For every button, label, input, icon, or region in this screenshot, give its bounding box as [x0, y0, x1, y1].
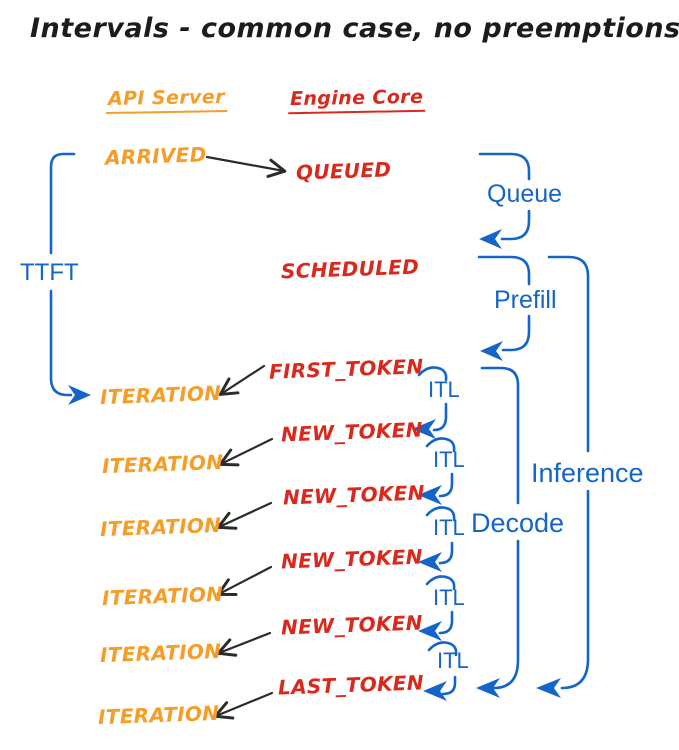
interval-itl-1: ITL: [428, 377, 460, 402]
ttft-bracket-top: [49, 152, 76, 255]
interval-inference: Inference: [531, 458, 644, 488]
arrow-new-token4-to-iteration: [216, 631, 272, 657]
itl2-arrowhead-icon: [418, 485, 442, 505]
event-new-token-4: NEW_TOKEN: [280, 610, 424, 640]
itl5-hook: [441, 675, 457, 696]
event-arrived: ARRIVED: [104, 142, 207, 170]
event-last-token: LAST_TOKEN: [277, 670, 425, 700]
diagram-title: Intervals - common case, no preemptions: [30, 13, 679, 44]
itl3-entry-arc: [425, 506, 456, 522]
arrow-arrived-to-queued: [205, 155, 287, 178]
itl4-entry-arc: [425, 575, 456, 591]
inference-arrowhead-icon: [536, 678, 561, 698]
itl3-arrowhead-icon: [418, 552, 442, 572]
event-iteration-3: ITERATION: [99, 512, 222, 542]
interval-decode: Decode: [471, 508, 565, 538]
event-new-token-2: NEW_TOKEN: [282, 480, 426, 510]
prefill-bracket-top: [477, 255, 531, 286]
itl4-arrowhead-icon: [418, 621, 442, 641]
arrow-new-token3-to-iteration: [216, 565, 273, 596]
queue-bracket-top: [478, 152, 531, 181]
decode-bracket-bottom: [492, 539, 520, 690]
prefill-bracket-bottom: [501, 314, 531, 352]
arrow-new-token1-to-iteration: [218, 437, 274, 467]
event-iteration-6: ITERATION: [97, 700, 220, 730]
event-iteration-5: ITERATION: [99, 638, 222, 668]
event-new-token-3: NEW_TOKEN: [280, 544, 424, 574]
itl2-entry-arc: [425, 437, 456, 453]
inference-bracket-bottom: [560, 489, 590, 690]
event-connectors: [205, 155, 287, 720]
itl2-hook: [438, 472, 454, 498]
interval-itl-3: ITL: [433, 515, 465, 540]
interval-prefill: Prefill: [494, 286, 557, 314]
itl1-arrowhead-icon: [412, 419, 436, 439]
arrow-new-token2-to-iteration: [216, 501, 273, 530]
itl1-hook: [432, 402, 448, 432]
prefill-arrowhead-icon: [480, 341, 503, 361]
column-header-api-server: API Server: [105, 85, 228, 115]
interval-itl-5: ITL: [437, 648, 469, 673]
arrow-last-token-to-iteration: [213, 691, 274, 720]
decode-arrowhead-icon: [476, 678, 500, 698]
itl5-entry-arc: [427, 641, 458, 657]
itl3-hook: [438, 541, 454, 565]
arrow-first-token-to-iteration: [218, 364, 266, 396]
itl1-entry-arc: [417, 366, 448, 382]
event-new-token-1: NEW_TOKEN: [280, 417, 424, 447]
event-iteration-1: ITERATION: [99, 380, 222, 410]
event-iteration-2: ITERATION: [101, 449, 224, 479]
event-scheduled: SCHEDULED: [280, 254, 420, 284]
ttft-bracket-bottom: [49, 289, 73, 397]
queue-arrowhead-icon: [479, 229, 502, 249]
event-iteration-4: ITERATION: [101, 581, 224, 611]
interval-brackets: [49, 152, 590, 701]
queue-bracket-bottom: [500, 209, 531, 241]
interval-queue: Queue: [487, 180, 563, 208]
itl4-hook: [438, 610, 454, 635]
itl5-arrowhead-icon: [423, 681, 447, 701]
ttft-arrowhead-icon: [68, 385, 91, 405]
event-queued: QUEUED: [295, 157, 392, 185]
interval-itl-4: ITL: [433, 585, 465, 610]
decode-bracket-top: [480, 366, 520, 505]
interval-itl-2: ITL: [433, 447, 465, 472]
interval-ttft: TTFT: [20, 259, 79, 286]
column-header-engine-core: Engine Core: [287, 85, 426, 115]
inference-bracket-top: [547, 255, 590, 453]
